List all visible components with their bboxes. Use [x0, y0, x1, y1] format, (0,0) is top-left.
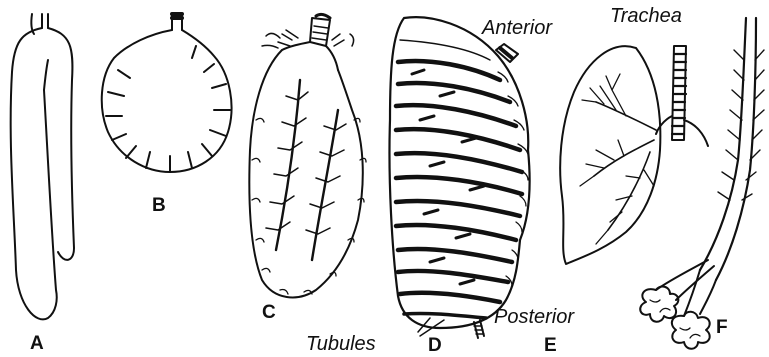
drawing-e — [560, 46, 708, 264]
drawing-d — [389, 17, 529, 338]
drawing-b — [102, 14, 232, 172]
drawing-a — [11, 14, 74, 319]
annotation-tubules: Tubules — [306, 334, 376, 354]
label-e: E — [544, 336, 557, 355]
label-c: C — [262, 303, 276, 322]
annotation-anterior: Anterior — [482, 18, 552, 38]
label-b: B — [152, 196, 166, 215]
annotation-trachea: Trachea — [610, 6, 682, 26]
annotation-posterior: Posterior — [494, 307, 574, 327]
label-a: A — [30, 334, 44, 353]
label-d: D — [428, 336, 442, 355]
drawing-f — [640, 18, 764, 349]
label-f: F — [716, 318, 728, 337]
drawing-c — [249, 14, 366, 297]
